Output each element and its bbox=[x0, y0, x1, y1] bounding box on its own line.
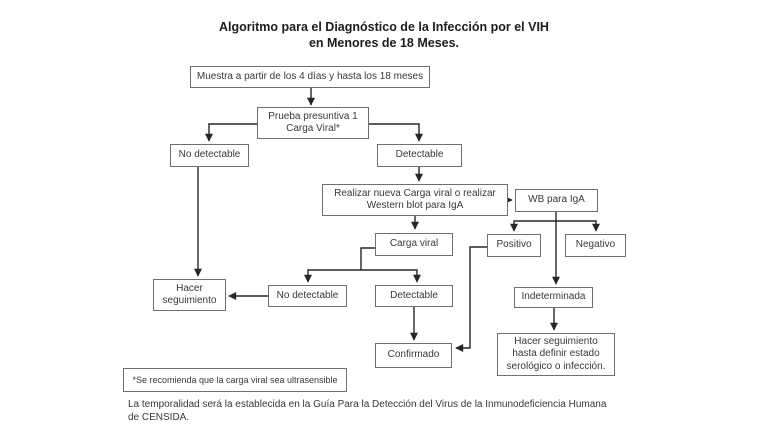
node-hacer-seguimiento-largo: Hacer seguimiento hasta definir estado s… bbox=[497, 333, 615, 376]
node-confirmado: Confirmado bbox=[375, 343, 452, 368]
node-positivo: Positivo bbox=[487, 234, 541, 257]
node-carga-viral: Carga viral bbox=[375, 233, 453, 256]
bottom-caption: La temporalidad será la establecida en l… bbox=[128, 399, 607, 423]
node-prueba-presuntiva: Prueba presuntiva 1 Carga Viral* bbox=[257, 107, 369, 139]
connector-wb-positivo bbox=[510, 220, 556, 232]
node-no-detectable-2: No detectable bbox=[268, 285, 347, 307]
node-detectable-2: Detectable bbox=[375, 285, 453, 307]
page-title: Algoritmo para el Diagnóstico de la Infe… bbox=[219, 20, 549, 50]
node-indeterminada: Indeterminada bbox=[514, 287, 593, 308]
node-hacer-seguimiento: Hacer seguimiento bbox=[153, 279, 226, 311]
connector-cargaviral-split bbox=[360, 247, 375, 270]
node-negativo: Negativo bbox=[565, 234, 626, 257]
connector-prueba-nodetectable1 bbox=[205, 123, 257, 142]
footnote-box: *Se recomienda que la carga viral sea ul… bbox=[123, 368, 347, 392]
node-muestra: Muestra a partir de los 4 días y hasta l… bbox=[190, 66, 430, 88]
connector-wb-negativo bbox=[556, 220, 600, 232]
node-detectable-1: Detectable bbox=[377, 144, 462, 167]
connector-positivo-confirmado bbox=[455, 246, 487, 352]
connector-split-detectable2 bbox=[361, 269, 421, 283]
connector-split-nodetectable2 bbox=[304, 269, 361, 283]
node-no-detectable-1: No detectable bbox=[170, 144, 249, 167]
node-wb-para-iga: WB para IgA bbox=[515, 189, 598, 212]
node-realizar-nueva-carga: Realizar nueva Carga viral o realizar We… bbox=[322, 184, 508, 216]
connector-prueba-detectable1 bbox=[369, 123, 423, 142]
